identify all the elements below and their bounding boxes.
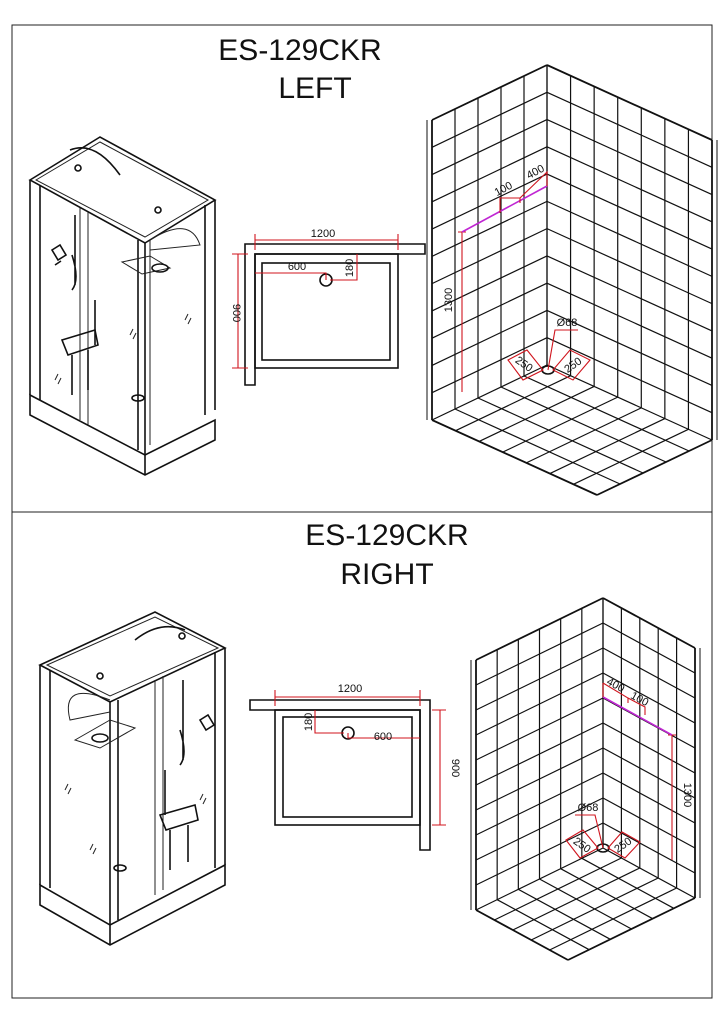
dim-height: 1300 bbox=[681, 783, 693, 807]
tile-line bbox=[496, 899, 590, 951]
dim-drain-right: 250 bbox=[562, 355, 584, 375]
tile-line bbox=[431, 255, 548, 312]
dim-offset: 400 bbox=[604, 676, 626, 695]
tray-plan-view: 1200 900 600 180 bbox=[230, 228, 426, 386]
tile-line bbox=[475, 597, 604, 661]
tile-line bbox=[546, 282, 713, 359]
tile-line bbox=[431, 173, 548, 230]
tile-line bbox=[596, 439, 713, 496]
model-title: ES-129CKR bbox=[305, 519, 468, 552]
section-left: ES-129CKR LEFT bbox=[28, 34, 718, 496]
tile-line bbox=[523, 375, 690, 452]
tile-line bbox=[539, 878, 632, 930]
dim-depth: 900 bbox=[449, 759, 461, 777]
tile-line bbox=[602, 797, 696, 849]
tile-line bbox=[431, 282, 548, 339]
model-title: ES-129CKR bbox=[218, 34, 381, 67]
tile-line bbox=[549, 887, 677, 951]
dim-offset: 400 bbox=[525, 163, 547, 182]
dim-spacing: 100 bbox=[628, 690, 650, 709]
variant-title: LEFT bbox=[278, 72, 351, 105]
tile-line bbox=[431, 337, 548, 394]
shower-cabin-drawing bbox=[28, 136, 217, 476]
tile-line bbox=[602, 847, 696, 899]
dim-depth: 900 bbox=[230, 304, 242, 322]
tile-line bbox=[602, 622, 696, 674]
wall-dimensions: 1300 400 100 Ø68 250 250 bbox=[565, 676, 693, 860]
tile-line bbox=[431, 91, 548, 148]
tile-line bbox=[475, 772, 604, 836]
tile-line bbox=[602, 647, 696, 699]
tile-line bbox=[431, 146, 548, 203]
tile-line bbox=[602, 772, 696, 824]
dim-drain-diameter: Ø68 bbox=[557, 317, 578, 329]
tile-line bbox=[546, 173, 713, 250]
tile-line bbox=[602, 747, 696, 799]
tile-line bbox=[475, 722, 604, 786]
tile-line bbox=[546, 364, 713, 441]
tile-line bbox=[475, 909, 569, 961]
tile-line bbox=[546, 64, 713, 141]
tile-line bbox=[475, 797, 604, 861]
tile-line bbox=[546, 337, 713, 414]
dim-drain-x: 600 bbox=[374, 731, 392, 743]
dim-drain-diameter: Ø68 bbox=[578, 802, 599, 814]
tile-line bbox=[431, 200, 548, 257]
tile-line bbox=[573, 428, 689, 485]
tile-line bbox=[581, 857, 675, 909]
tile-line bbox=[512, 867, 641, 931]
tile-line bbox=[500, 386, 667, 463]
tile-line bbox=[431, 364, 548, 421]
tile-line bbox=[475, 697, 604, 761]
dim-width: 1200 bbox=[311, 228, 335, 240]
tile-line bbox=[549, 418, 666, 475]
tile-line bbox=[475, 647, 604, 711]
tile-line bbox=[602, 822, 696, 874]
tile-line bbox=[518, 888, 611, 940]
tile-line bbox=[560, 868, 653, 920]
tile-line bbox=[494, 857, 622, 921]
wall-dimensions: 1300 100 400 Ø68 250 250 bbox=[443, 163, 591, 392]
tile-line bbox=[546, 228, 713, 305]
tile-line bbox=[502, 396, 618, 453]
tile-line bbox=[477, 397, 644, 474]
dim-height: 1300 bbox=[443, 288, 455, 312]
tile-line bbox=[475, 672, 604, 736]
tile-line bbox=[546, 255, 713, 332]
tile-line bbox=[546, 309, 713, 387]
variant-title: RIGHT bbox=[340, 558, 433, 591]
dim-drain-y: 180 bbox=[303, 713, 315, 731]
dim-width: 1200 bbox=[338, 683, 362, 695]
tiled-corner-diagram bbox=[470, 597, 701, 961]
tiled-corner-diagram bbox=[426, 64, 718, 496]
tile-line bbox=[475, 747, 604, 811]
dim-drain-x: 600 bbox=[288, 261, 306, 273]
tile-line bbox=[526, 407, 642, 464]
dim-spacing: 100 bbox=[493, 180, 515, 199]
tile-line bbox=[431, 119, 548, 176]
tile-line bbox=[567, 897, 696, 961]
tile-line bbox=[431, 64, 548, 121]
tile-line bbox=[431, 419, 598, 496]
dim-drain-y: 180 bbox=[344, 259, 356, 277]
tile-line bbox=[602, 597, 696, 649]
tile-line bbox=[602, 672, 696, 724]
tile-line bbox=[454, 408, 621, 485]
tile-line bbox=[475, 622, 604, 686]
tray-plan-view: 1200 900 600 180 bbox=[249, 683, 461, 851]
shower-cabin-drawing bbox=[38, 611, 227, 946]
tile-line bbox=[546, 146, 713, 223]
tile-line bbox=[478, 385, 595, 442]
tile-line bbox=[546, 200, 713, 277]
dim-drain-left: 250 bbox=[513, 354, 535, 374]
tile-line bbox=[602, 722, 696, 774]
tile-line bbox=[546, 118, 713, 196]
tile-line bbox=[431, 309, 548, 366]
tile-line bbox=[546, 91, 713, 168]
section-right: ES-129CKR RIGHT bbox=[38, 519, 701, 961]
tile-line bbox=[431, 228, 548, 285]
tile-line bbox=[475, 822, 604, 886]
tile-line bbox=[455, 375, 571, 432]
tile-line bbox=[530, 877, 659, 941]
